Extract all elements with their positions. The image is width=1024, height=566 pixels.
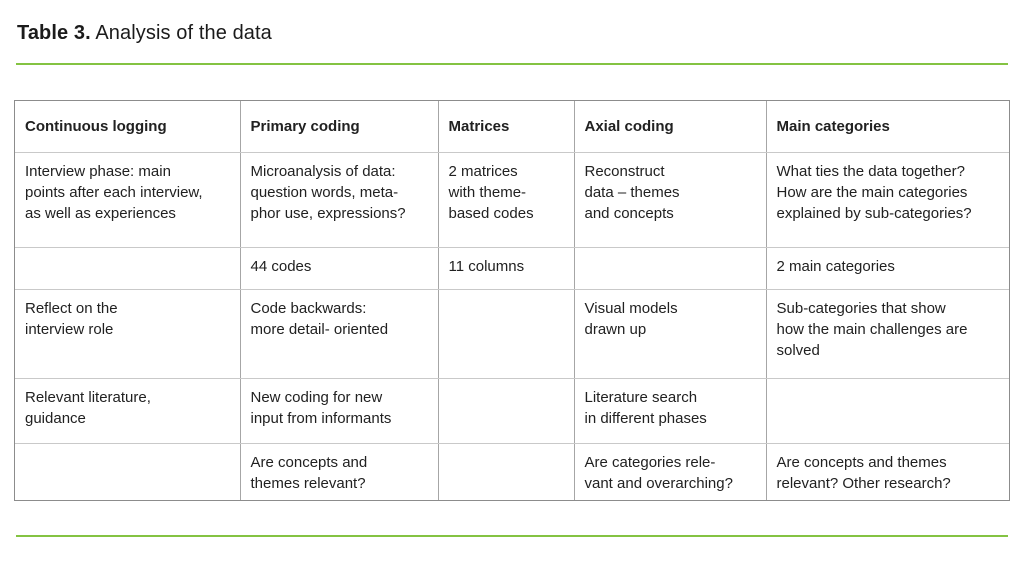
bottom-accent-rule [16,535,1008,537]
table-number-label: Table 3. [17,22,91,44]
table-cell [15,443,241,500]
table-cell: 11 columns [438,247,575,290]
table-cell: 2 main categories [766,247,1009,290]
table-cell: Are concepts and themes relevant? Other … [776,453,951,492]
table-cell [766,378,1009,444]
column-header-matrices: Matrices [438,101,575,153]
header-row: Continuous logging Primary coding Matric… [15,101,1009,153]
table-cell: Microanalysis of data: question words, m… [240,152,439,248]
table-cell: 2 matrices with theme- based codes [438,152,575,248]
column-header-primary-coding: Primary coding [240,101,439,153]
table-cell [438,289,575,379]
column-header-main-categories: Main categories [766,101,1009,153]
analysis-table: Continuous logging Primary coding Matric… [15,101,1009,500]
table-cell [15,247,241,290]
table-cell: Visual models drawn up [574,289,767,379]
table-cell: Relevant literature, guidance [15,378,241,444]
table-cell: New coding for new input from informants [240,378,439,444]
column-header-continuous-logging: Continuous logging [15,101,241,153]
table-row: Interview phase: main points after each … [15,152,1009,248]
table-cell [574,247,767,290]
page-title: Table 3. Analysis of the data [17,22,272,45]
table-cell: Are categories rele- vant and overarchin… [574,443,767,500]
table-row: Reflect on the interview role Code backw… [15,289,1009,379]
analysis-table-container: Continuous logging Primary coding Matric… [14,100,1010,501]
top-accent-rule [16,63,1008,65]
table-cell: Are concepts and themes relevant? [240,443,439,500]
table-cell: Reflect on the interview role [15,289,241,379]
table-cell: Reconstruct data – themes and concepts [574,152,767,248]
table-cell: Sub-categories that show how the main ch… [766,289,1009,379]
table-cell [438,378,575,444]
table-cell: Interview phase: main points after each … [15,152,241,248]
table-cell [438,443,575,500]
table-row: Relevant literature, guidance New coding… [15,378,1009,444]
column-header-axial-coding: Axial coding [574,101,767,153]
table-caption: Analysis of the data [95,22,272,44]
table-cell: 44 codes [240,247,439,290]
table-cell: Code backwards: more detail- oriented [240,289,439,379]
table-row: Are concepts and themes relevant? Are ca… [15,443,1009,500]
table-cell: Literature search in different phases [574,378,767,444]
table-cell: What ties the data together? How are the… [766,152,1009,248]
table-row: 44 codes 11 columns 2 main categories [15,247,1009,290]
